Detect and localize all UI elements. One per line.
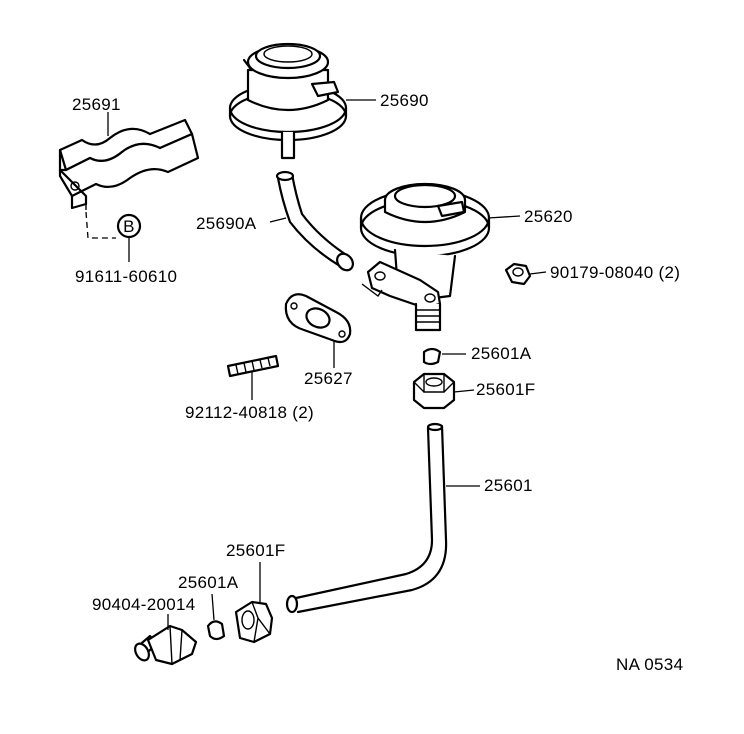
leader-25601A-lower [211,593,215,621]
ferrule-25601A-lower[interactable] [206,620,226,641]
leader-25601F-upper [453,389,475,393]
label-91611-60610: 91611-60610 [75,267,177,286]
bolt-91611-60610[interactable]: B [116,213,142,239]
label-25627: 25627 [304,369,353,388]
label-25601: 25601 [484,476,533,495]
label-25601F-upper: 25601F [476,380,535,399]
label-25690A: 25690A [196,214,257,233]
diagram-code: NA 0534 [616,655,683,674]
label-25620: 25620 [524,207,573,226]
label-25691: 25691 [72,95,121,114]
leader-25690A [269,217,287,223]
nut-90179-08040[interactable] [504,262,532,286]
vacuum-modulator-25690[interactable] [228,42,348,160]
bracket-25691[interactable] [58,118,200,210]
label-90404-20014: 90404-20014 [92,595,196,614]
ferrule-25601A-upper[interactable] [422,347,442,366]
label-92112-40818: 92112-40818 (2) [185,403,314,422]
nut-25601F-upper[interactable] [412,372,456,410]
stud-92112-40818[interactable] [226,354,280,378]
label-25690: 25690 [380,91,429,110]
label-25601F-lower: 25601F [226,541,285,560]
pipe-25601[interactable] [285,422,448,614]
nut-25601F-lower[interactable] [234,600,274,644]
leader-90179 [529,271,547,275]
label-25601A-upper: 25601A [471,344,532,363]
hose-25690A[interactable] [275,170,356,273]
gasket-25627[interactable] [284,293,352,344]
union-90404-20014[interactable] [132,624,198,666]
label-25601A-lower: 25601A [178,573,239,592]
leader-25620 [487,215,521,219]
egr-valve-25620[interactable] [359,182,491,332]
label-90179-08040: 90179-08040 (2) [550,263,680,282]
bolt-mark-letter: B [123,217,135,236]
